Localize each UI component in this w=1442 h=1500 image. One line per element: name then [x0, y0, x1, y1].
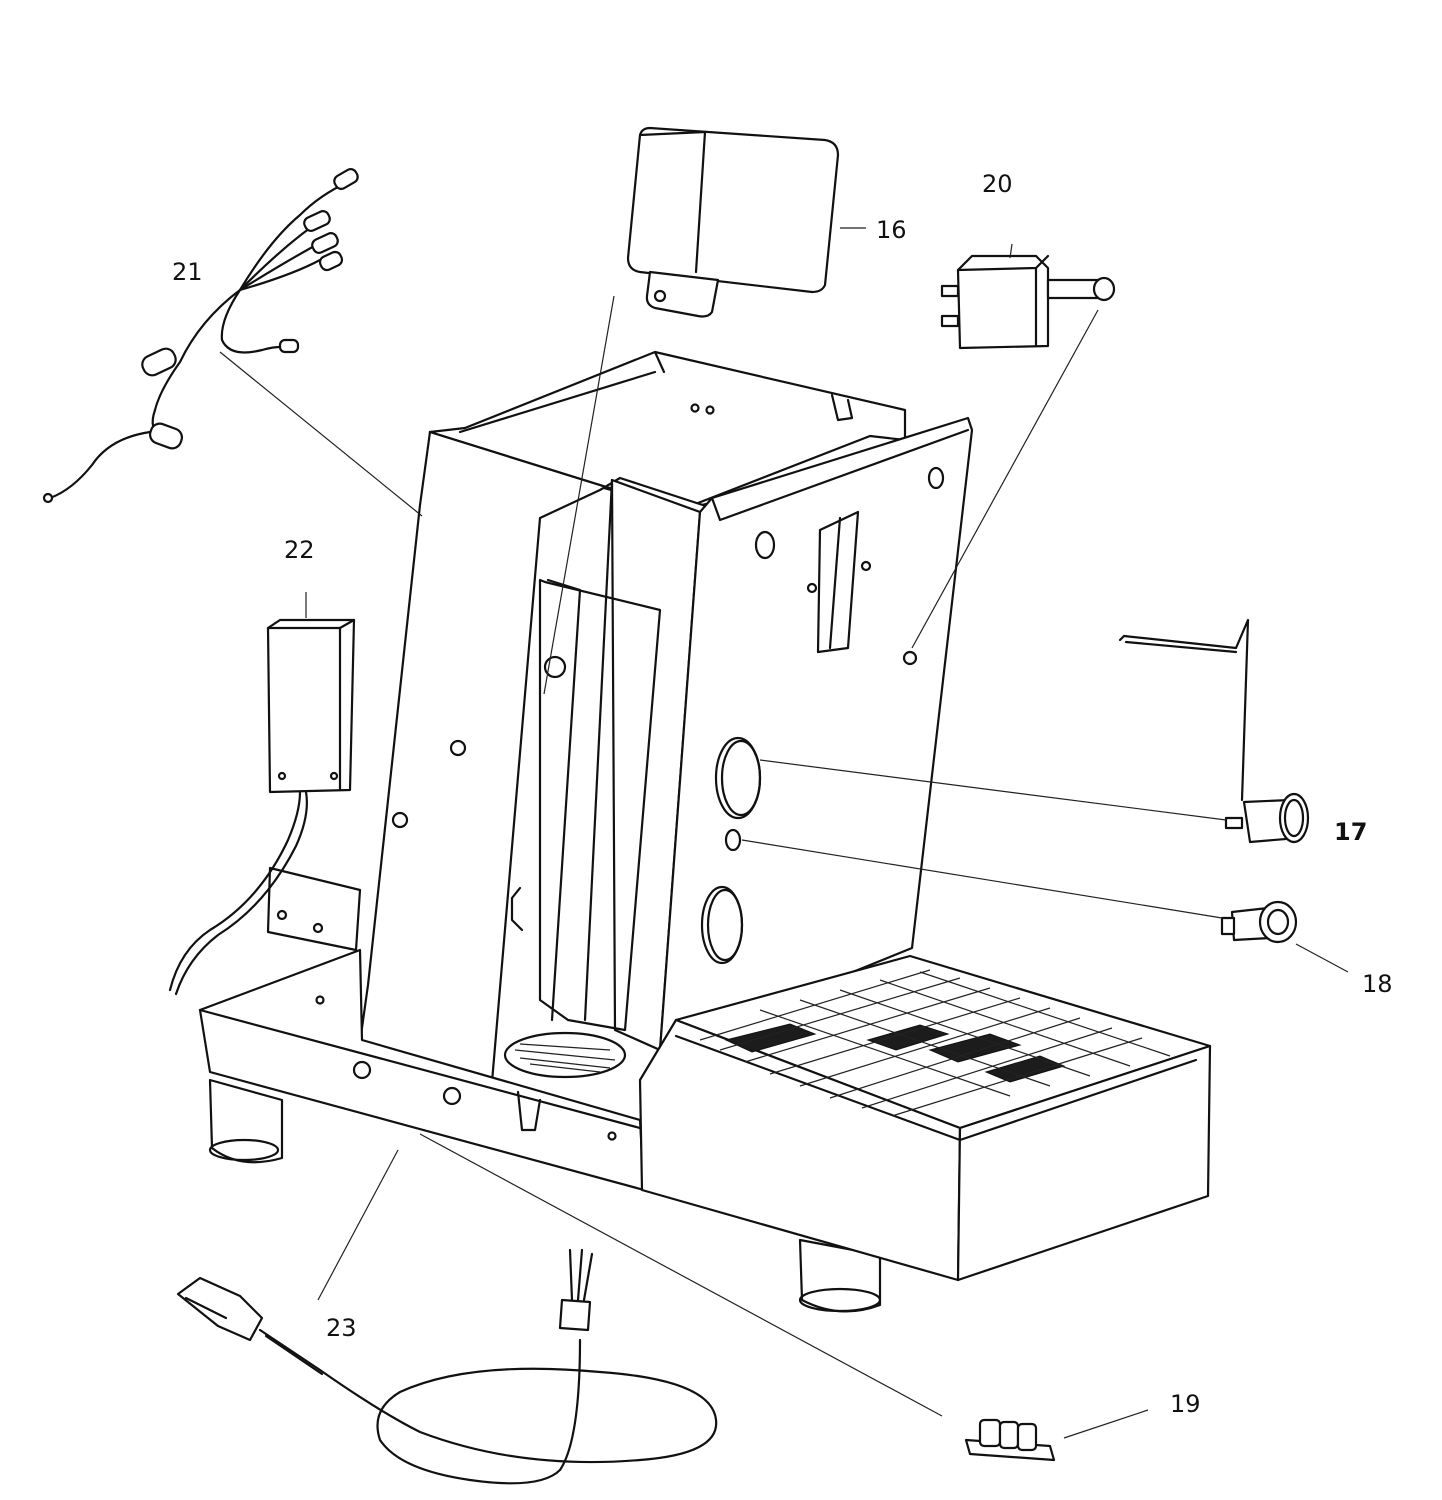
callout-23: 23: [326, 1314, 357, 1342]
callout-18: 18: [1362, 970, 1393, 998]
part-19-terminal-block: [964, 1418, 1056, 1462]
main-chassis-frame: [198, 350, 1212, 1313]
callout-17: 17: [1334, 818, 1368, 846]
callout-20: 20: [982, 170, 1013, 198]
part-21-wire-harness: [42, 168, 359, 504]
part-20-switch: [940, 254, 1116, 350]
callout-21: 21: [172, 258, 203, 286]
callout-16: 16: [876, 216, 907, 244]
part-16-pump-block: [626, 126, 840, 318]
drip-tray-grid: [699, 969, 1171, 1117]
callout-19: 19: [1170, 1390, 1201, 1418]
part-22-control-board: [168, 618, 356, 996]
leader-lines: [219, 227, 1349, 1439]
part-23-power-cord: [176, 1248, 718, 1485]
callout-22: 22: [284, 536, 315, 564]
part-18-indicator-lamp: [1220, 900, 1298, 944]
part-17-gauge: [1118, 618, 1310, 844]
